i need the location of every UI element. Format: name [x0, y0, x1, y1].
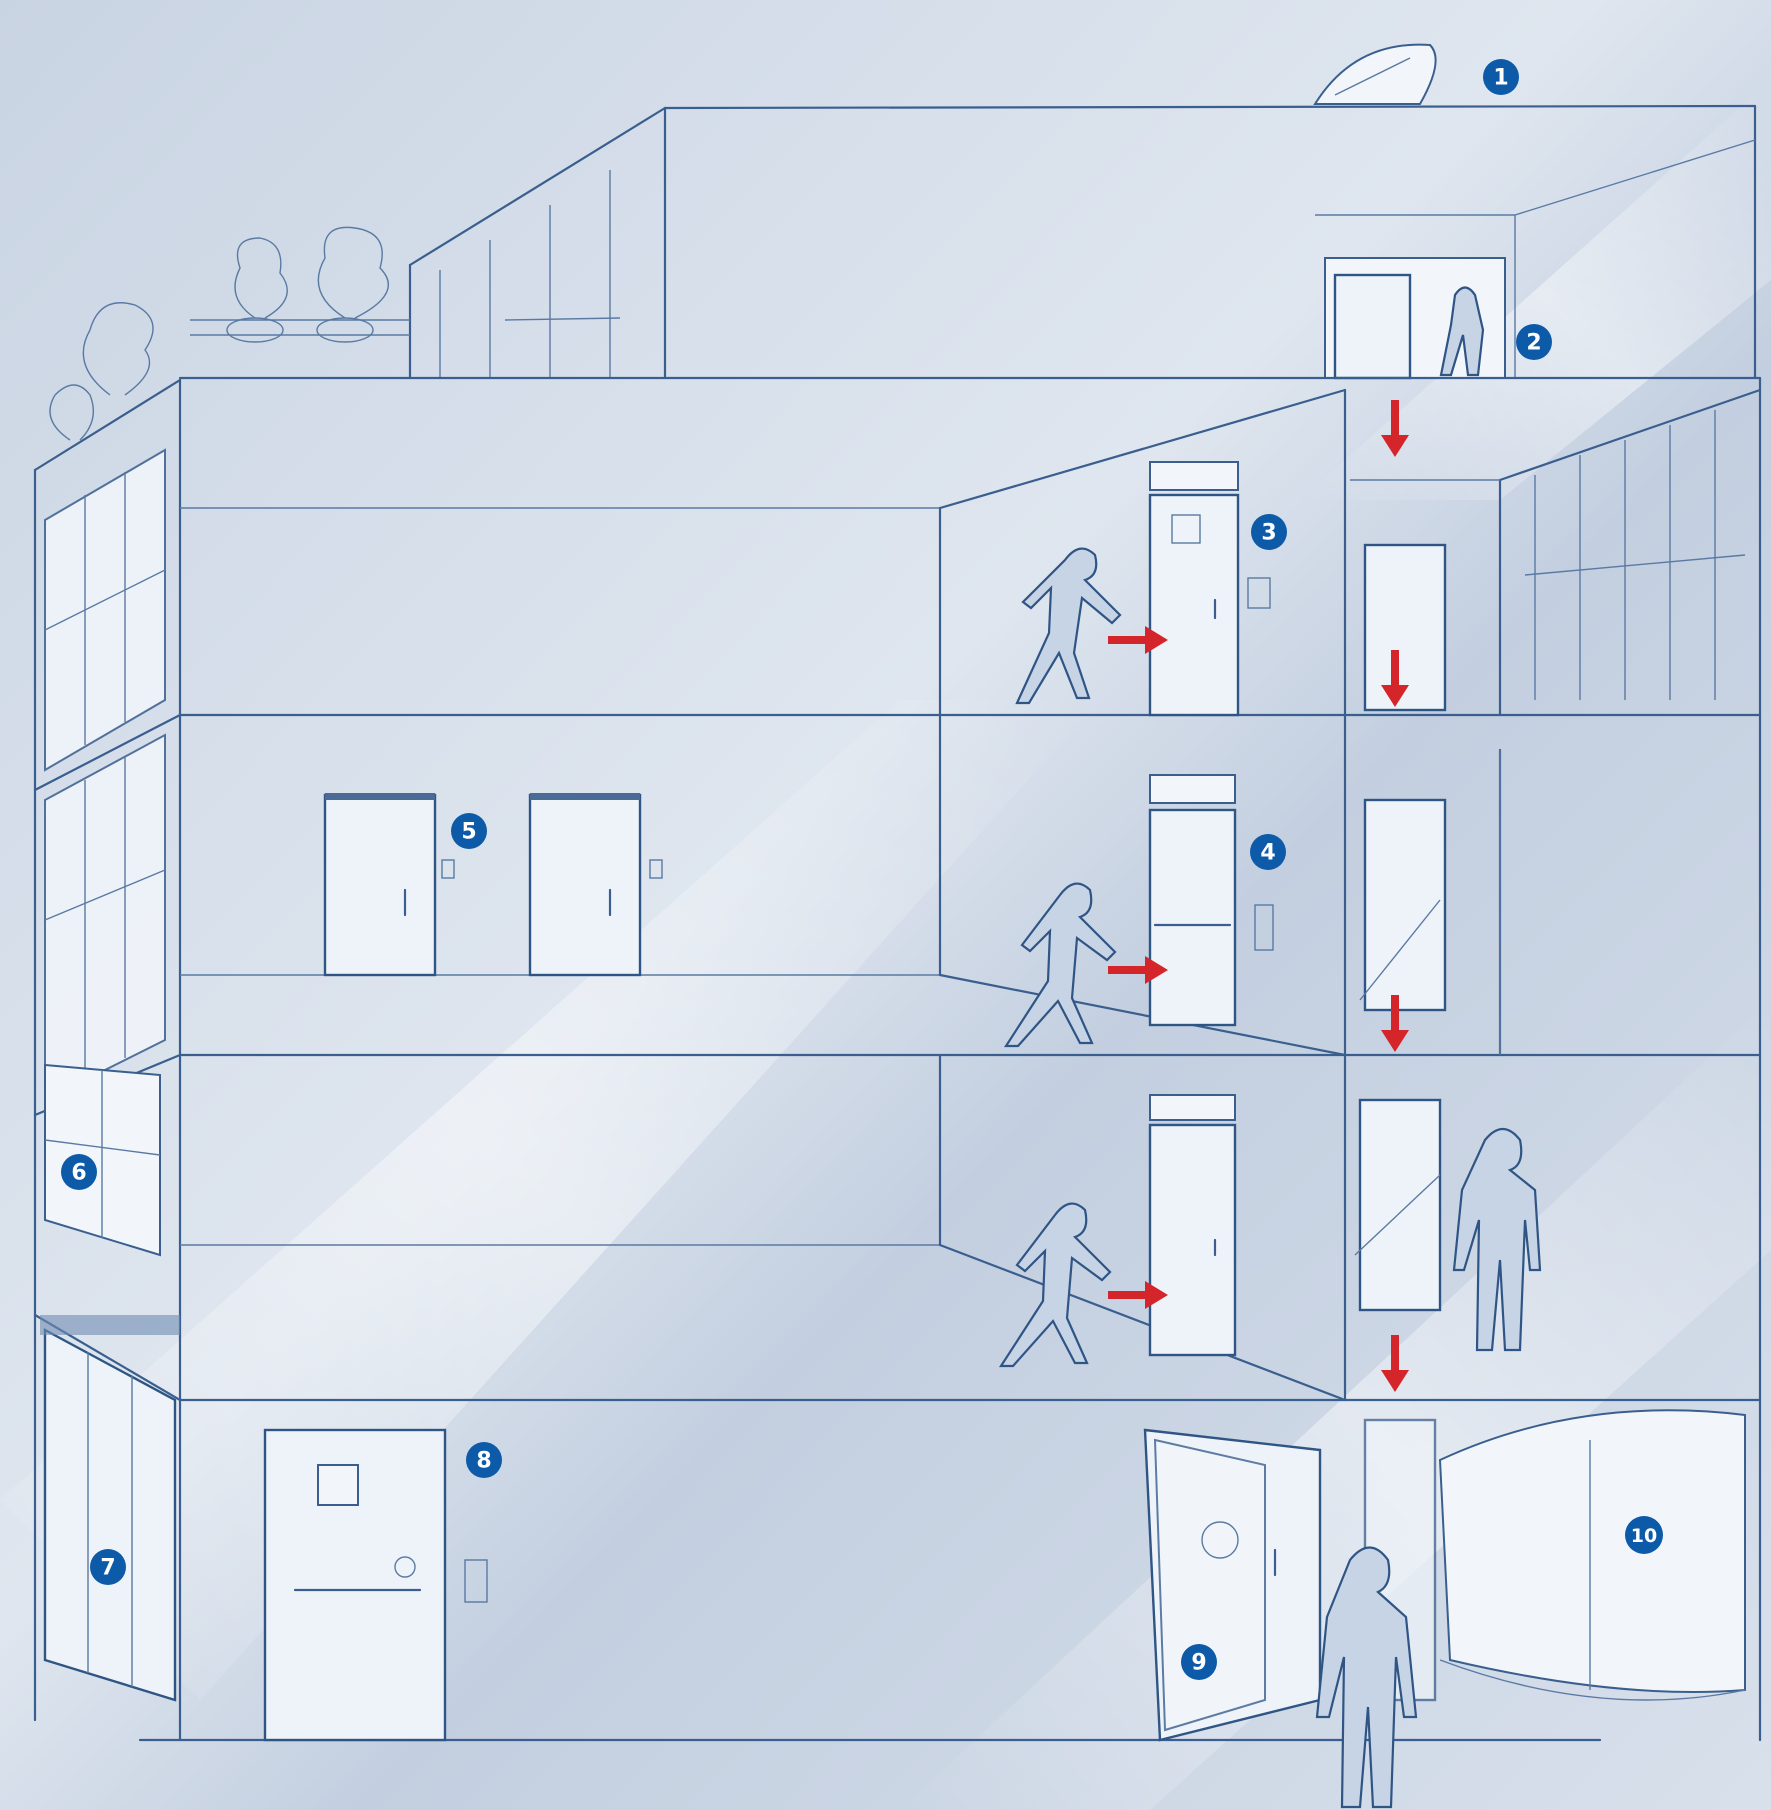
callout-6: 6 — [61, 1154, 97, 1190]
callout-label: 6 — [71, 1161, 86, 1186]
callout-2: 2 — [1516, 324, 1552, 360]
roof-access-door — [1325, 258, 1505, 378]
callout-label: 8 — [476, 1449, 491, 1474]
callout-10: 10 — [1625, 1516, 1663, 1554]
callout-label: 5 — [461, 820, 476, 845]
callout-label: 3 — [1261, 521, 1276, 546]
callout-7: 7 — [90, 1549, 126, 1585]
callout-5: 5 — [451, 813, 487, 849]
exit-door-lower — [1150, 1095, 1235, 1355]
callout-4: 4 — [1250, 834, 1286, 870]
callout-1: 1 — [1483, 59, 1519, 95]
callout-label: 2 — [1526, 331, 1541, 356]
callout-3: 3 — [1251, 514, 1287, 550]
accessible-door — [1145, 1430, 1320, 1740]
revolving-door — [1365, 1410, 1745, 1700]
callout-label: 1 — [1493, 66, 1508, 91]
callout-label: 7 — [100, 1556, 115, 1581]
callout-8: 8 — [466, 1442, 502, 1478]
callout-9: 9 — [1181, 1644, 1217, 1680]
callout-label: 10 — [1631, 1525, 1657, 1547]
callout-label: 9 — [1191, 1651, 1206, 1676]
callout-label: 4 — [1260, 841, 1275, 866]
